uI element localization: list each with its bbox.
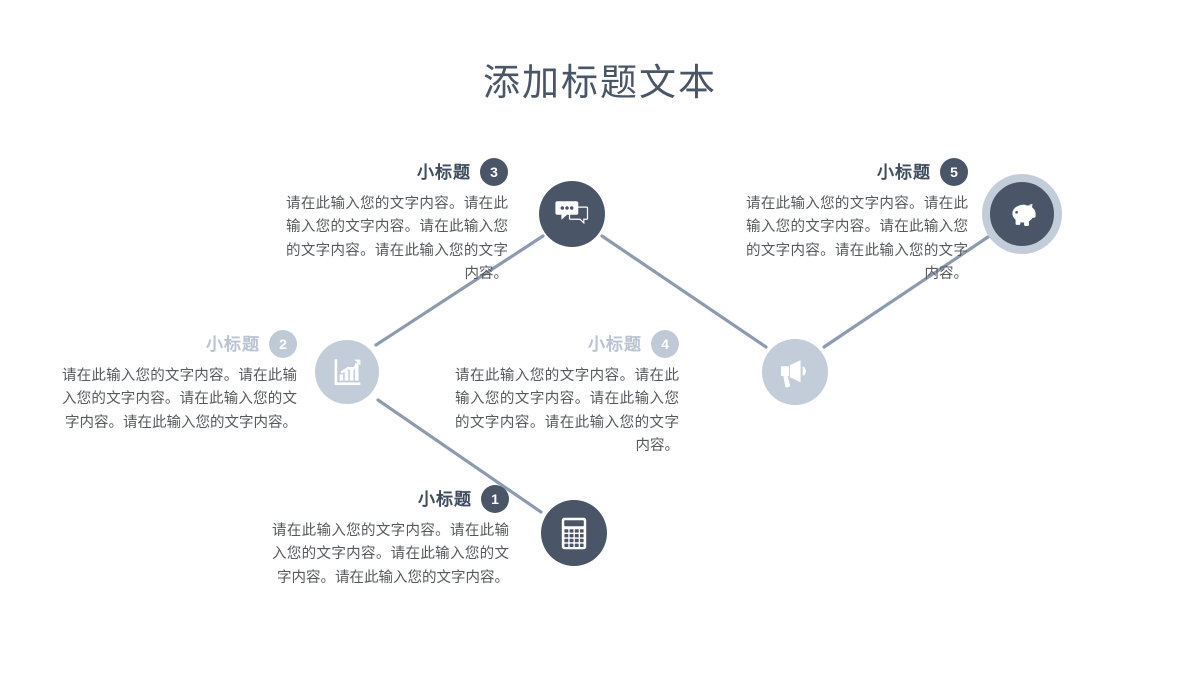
node-text-2: 小标题 2 请在此输入您的文字内容。请在此输入您的文字内容。请在此输入您的文字内… [62, 330, 297, 435]
page-title: 添加标题文本 [483, 63, 717, 104]
node-title-2: 小标题 [206, 334, 260, 354]
node-badge-5: 5 [940, 158, 968, 186]
bar-chart-growth-icon [332, 357, 363, 388]
node-text-1: 小标题 1 请在此输入您的文字内容。请在此输入您的文字内容。请在此输入您的文字内… [272, 485, 509, 590]
node-badge-4: 4 [651, 330, 679, 358]
node-title-5: 小标题 [877, 162, 931, 182]
node-body-1: 请在此输入您的文字内容。请在此输入您的文字内容。请在此输入您的文字内容。请在此输… [272, 523, 509, 586]
node-text-5: 小标题 5 请在此输入您的文字内容。请在此输入您的文字内容。请在此输入您的文字内… [746, 158, 968, 287]
node-circle-5[interactable] [982, 174, 1062, 254]
node-body-4: 请在此输入您的文字内容。请在此输入您的文字内容。请在此输入您的文字内容。请在此输… [455, 368, 679, 455]
node-head-1: 小标题 1 [272, 485, 509, 513]
megaphone-icon [778, 357, 812, 388]
node-body-5: 请在此输入您的文字内容。请在此输入您的文字内容。请在此输入您的文字内容。请在此输… [746, 196, 968, 283]
node-body-3: 请在此输入您的文字内容。请在此输入您的文字内容。请在此输入您的文字内容。请在此输… [286, 196, 508, 283]
calculator-icon [561, 517, 587, 550]
node-title-4: 小标题 [588, 334, 642, 354]
node-title-3: 小标题 [417, 162, 471, 182]
node-circle-2[interactable] [315, 340, 379, 404]
node-body-2: 请在此输入您的文字内容。请在此输入您的文字内容。请在此输入您的文字内容。请在此输… [62, 368, 297, 431]
node-title-1: 小标题 [418, 489, 472, 509]
node-text-3: 小标题 3 请在此输入您的文字内容。请在此输入您的文字内容。请在此输入您的文字内… [286, 158, 508, 287]
node-text-4: 小标题 4 请在此输入您的文字内容。请在此输入您的文字内容。请在此输入您的文字内… [455, 330, 679, 459]
node-badge-2: 2 [269, 330, 297, 358]
node-circle-1[interactable] [541, 500, 607, 566]
node-circle-3[interactable] [539, 181, 605, 247]
node-head-5: 小标题 5 [746, 158, 968, 186]
node-head-3: 小标题 3 [286, 158, 508, 186]
piggy-bank-icon [1005, 200, 1039, 228]
node-badge-3: 3 [480, 158, 508, 186]
chat-bubbles-icon [555, 199, 589, 229]
node-head-4: 小标题 4 [455, 330, 679, 358]
node-badge-1: 1 [481, 485, 509, 513]
node-circle-4[interactable] [762, 339, 828, 405]
node-head-2: 小标题 2 [62, 330, 297, 358]
